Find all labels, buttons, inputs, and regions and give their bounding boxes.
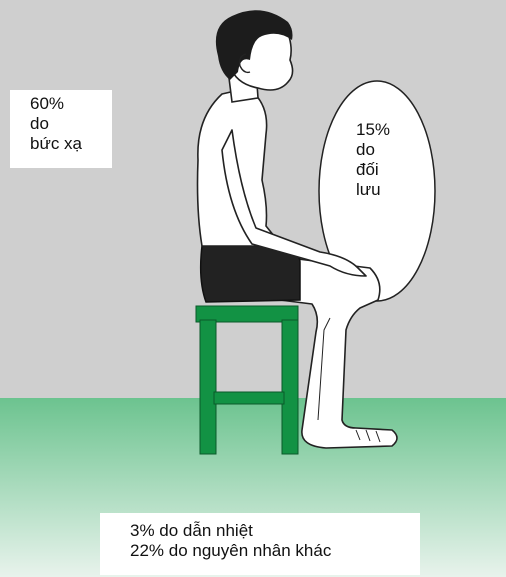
radiation-text: bức xạ — [30, 134, 112, 154]
radiation-percent: 60% — [30, 94, 112, 114]
convection-do: do — [356, 140, 416, 160]
radiation-label: 60% do bức xạ — [10, 90, 112, 168]
convection-text-1: đối — [356, 160, 416, 180]
convection-label: 15% do đối lưu — [356, 120, 416, 200]
radiation-do: do — [30, 114, 112, 134]
conduction-text: 3% do dẫn nhiệt — [130, 521, 420, 541]
convection-text-2: lưu — [356, 180, 416, 200]
shorts — [201, 246, 300, 302]
other-causes-text: 22% do nguyên nhân khác — [130, 541, 420, 561]
convection-percent: 15% — [356, 120, 416, 140]
bottom-label: 3% do dẫn nhiệt 22% do nguyên nhân khác — [100, 513, 420, 575]
